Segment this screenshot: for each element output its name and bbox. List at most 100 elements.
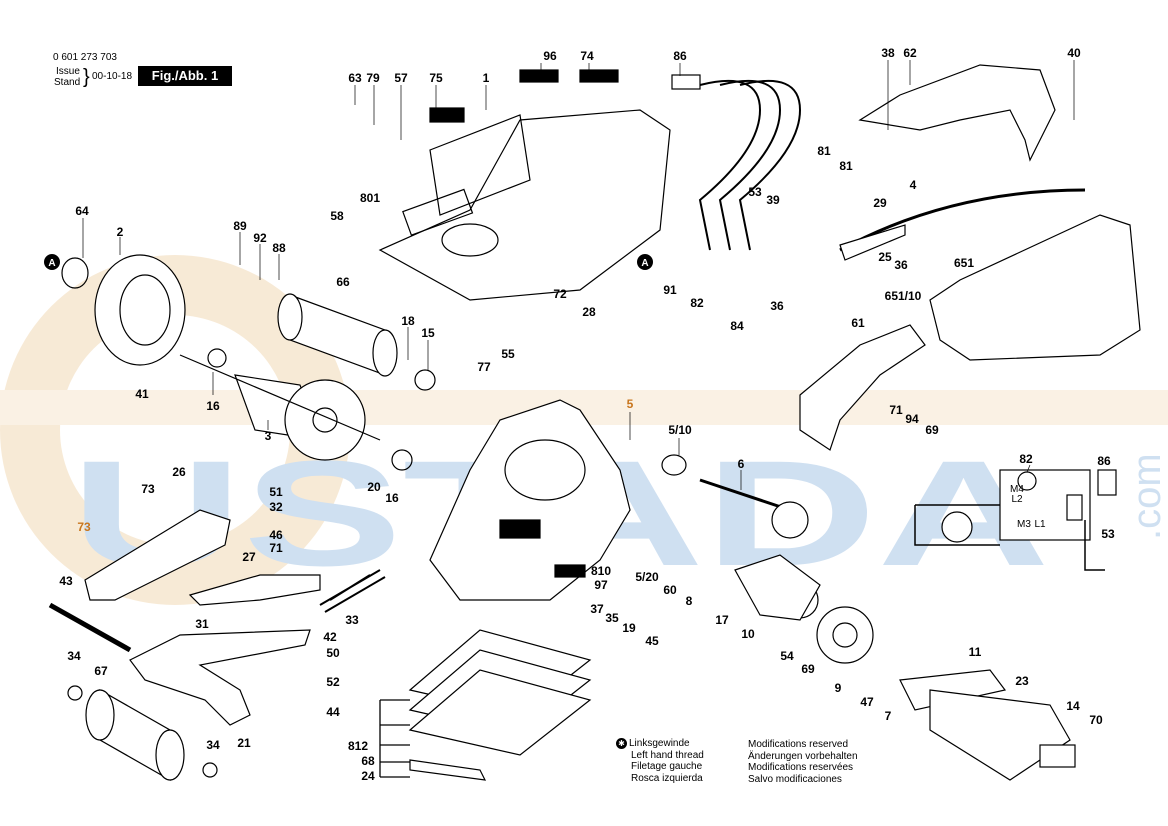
part-label: 35 — [605, 611, 619, 625]
part-label: 61 — [851, 316, 865, 330]
part-label: 94 — [905, 412, 919, 426]
part-label: 801 — [360, 191, 380, 205]
part-label: 2 — [117, 225, 124, 239]
part-label: 21 — [237, 736, 251, 750]
part-label: 46 — [269, 528, 283, 542]
part-label: 29 — [873, 196, 887, 210]
watermark-suffix: .com — [1125, 453, 1168, 540]
legend-line: Modifications reserved — [748, 739, 849, 750]
left-thread-legend: ✱Linksgewinde Left hand thread Filetage … — [616, 738, 704, 784]
part-label: 67 — [94, 664, 108, 678]
part-label: 73 — [141, 482, 155, 496]
connector-a-left-label: A — [48, 258, 55, 269]
part-label: 16 — [206, 399, 220, 413]
part-label: 24 — [361, 769, 375, 783]
handle — [858, 64, 1056, 162]
connector-markers: A A — [44, 254, 653, 270]
dust-bag — [929, 214, 1141, 361]
part-label: 63 — [348, 71, 362, 85]
star-icon: ✱ — [616, 738, 627, 749]
part-label: 77 — [477, 360, 491, 374]
issue-date: 00-10-18 — [92, 71, 133, 82]
part-label: 19 — [622, 621, 636, 635]
part-label: 89 — [233, 219, 247, 233]
motor-housing — [378, 109, 671, 301]
part-label: 38 — [881, 46, 895, 60]
frame-26 — [84, 509, 231, 601]
spring-33 — [319, 569, 386, 613]
part-label: 20 — [367, 480, 381, 494]
part-label: 812 — [348, 739, 368, 753]
part-label: 11 — [969, 645, 982, 659]
part-label: 42 — [323, 630, 337, 644]
part-label: 1 — [483, 71, 490, 85]
part-label: 14 — [1066, 699, 1080, 713]
part-label: 5/10 — [668, 423, 692, 437]
part-label: 68 — [361, 754, 375, 768]
part-label: 34 — [206, 738, 220, 752]
part-label: 55 — [501, 347, 515, 361]
part-label: 34 — [67, 649, 81, 663]
part-label: 69 — [925, 423, 939, 437]
part-label: 97 — [594, 578, 608, 592]
part-label: 86 — [1097, 454, 1111, 468]
part-label: 41 — [135, 387, 149, 401]
part-label: 70 — [1089, 713, 1103, 727]
bracket-812 — [379, 699, 410, 778]
part-label: 18 — [401, 314, 415, 328]
part-label: 84 — [730, 319, 744, 333]
part-label: 36 — [894, 258, 908, 272]
parts-drawing — [48, 60, 1141, 782]
part-label: 73 — [77, 520, 91, 534]
part-label: 5 — [627, 397, 634, 411]
part-label: 10 — [741, 627, 755, 641]
connector-a-right — [637, 254, 653, 270]
part-label: 81 — [817, 144, 831, 158]
part-label: 79 — [366, 71, 380, 85]
part-label: 81 — [839, 159, 853, 173]
part-label: 23 — [1015, 674, 1029, 688]
legend-line: Filetage gauche — [631, 761, 703, 773]
part-label: 33 — [345, 613, 359, 627]
part-label: 28 — [582, 305, 596, 319]
part-label: 31 — [195, 617, 209, 631]
part-label: 25 — [878, 250, 892, 264]
part-label: L2 — [1011, 494, 1023, 505]
part-label: 53 — [748, 185, 762, 199]
part-label: 37 — [590, 602, 604, 616]
legend-line: Salvo modificaciones — [748, 773, 842, 785]
part-label: 71 — [269, 541, 283, 555]
part-label: 82 — [690, 296, 704, 310]
part-label: 651/10 — [885, 289, 922, 303]
tension-arm — [129, 629, 311, 726]
part-label: 32 — [269, 500, 283, 514]
part-label: 60 — [663, 583, 677, 597]
legend-line: Änderungen vorbehalten — [748, 750, 858, 762]
part-label: 58 — [330, 209, 344, 223]
part-label: 17 — [715, 613, 729, 627]
part-label: 86 — [673, 49, 687, 63]
part-label: 27 — [242, 550, 256, 564]
gear-housing — [429, 399, 631, 601]
part-label: 72 — [553, 287, 567, 301]
part-label: 36 — [770, 299, 784, 313]
part-label: 74 — [580, 49, 594, 63]
part-label: 96 — [543, 49, 557, 63]
issue-brace: } — [83, 66, 90, 88]
connector-a-right-label: A — [641, 258, 648, 269]
part-label: 66 — [336, 275, 350, 289]
lever-27 — [188, 574, 321, 606]
part-label: 26 — [172, 465, 186, 479]
part-label: 45 — [645, 634, 659, 648]
part-label: 7 — [885, 709, 892, 723]
part-label: 53 — [1101, 527, 1115, 541]
legend-line: Modifications reservées — [748, 762, 854, 773]
issue-label: Issue — [56, 66, 80, 77]
part-label: 71 — [889, 403, 903, 417]
part-label: 9 — [835, 681, 842, 695]
part-label: 40 — [1067, 46, 1081, 60]
part-label: 810 — [591, 564, 611, 578]
legend-line: Left hand thread — [631, 749, 704, 761]
part-label: 16 — [385, 491, 399, 505]
